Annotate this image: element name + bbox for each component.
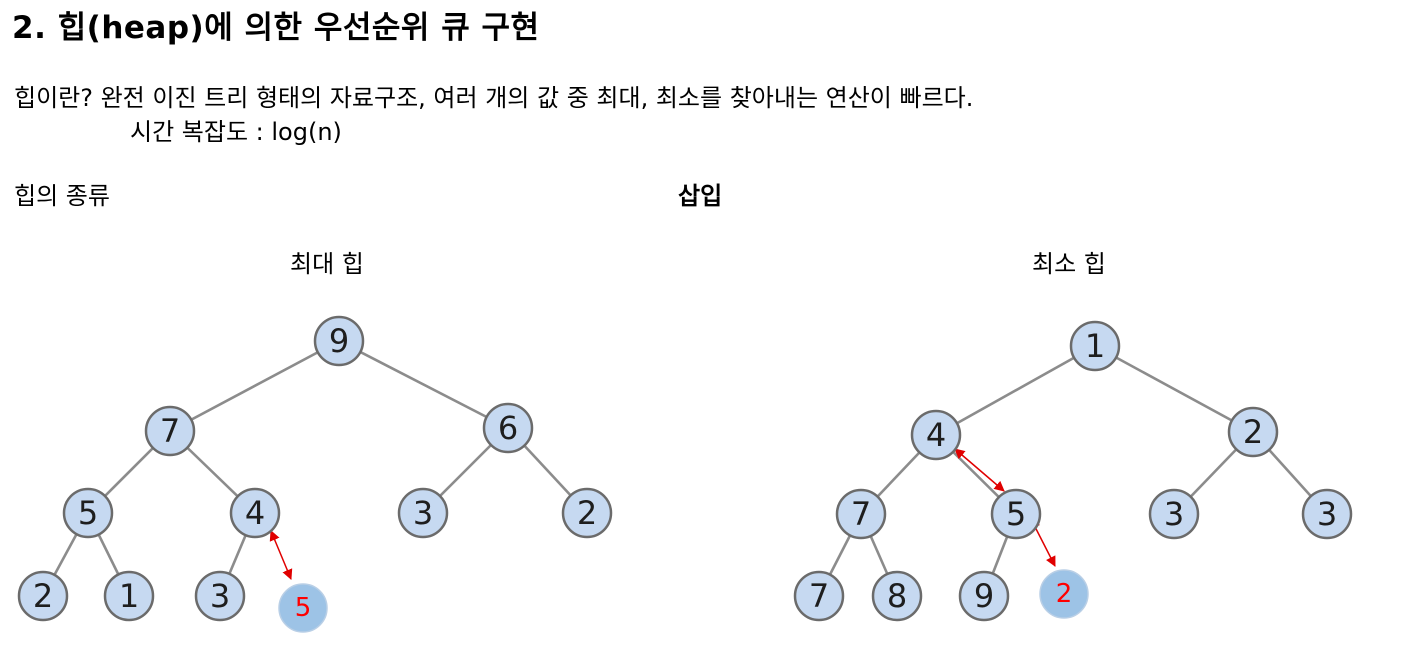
svg-text:5: 5 xyxy=(78,494,98,532)
max-heap-caption: 최대 힙 xyxy=(290,250,364,278)
page-title: 2. 힙(heap)에 의한 우선순위 큐 구현 xyxy=(12,10,540,46)
heap-definition-text: 힙이란? 완전 이진 트리 형태의 자료구조, 여러 개의 값 중 최대, 최소… xyxy=(14,84,974,112)
min-heap-node: 4 xyxy=(910,409,962,461)
svg-text:4: 4 xyxy=(926,416,946,454)
max-heap-node: 2 xyxy=(17,570,69,622)
max-heap-node: 5 xyxy=(62,487,114,539)
svg-text:4: 4 xyxy=(245,494,265,532)
max-heap-node: 3 xyxy=(397,487,449,539)
min-heap-tree: 1 4 2 7 5 3 3 7 8 9 2 xyxy=(793,320,1353,622)
min-heap-node: 1 xyxy=(1069,320,1121,372)
svg-text:7: 7 xyxy=(851,495,871,533)
svg-text:9: 9 xyxy=(329,322,349,360)
max-heap-node: 1 xyxy=(103,570,155,622)
time-complexity-text: 시간 복잡도 : log(n) xyxy=(130,118,342,146)
svg-text:1: 1 xyxy=(119,577,139,615)
svg-text:7: 7 xyxy=(160,412,180,450)
max-heap-node: 3 xyxy=(194,570,246,622)
min-heap-node: 7 xyxy=(793,570,845,622)
svg-text:7: 7 xyxy=(809,577,829,615)
max-heap-node: 7 xyxy=(144,405,196,457)
svg-text:2: 2 xyxy=(33,577,53,615)
min-heap-node: 7 xyxy=(835,488,887,540)
max-heap-swap-arrow xyxy=(269,530,293,580)
svg-text:6: 6 xyxy=(498,409,518,447)
min-heap-node: 3 xyxy=(1301,488,1353,540)
min-heap-caption: 최소 힙 xyxy=(1032,250,1106,278)
min-heap-inserted-node: 2 xyxy=(1039,569,1089,619)
max-heap-inserted-node: 5 xyxy=(278,583,328,633)
max-heap-tree: 9 7 6 5 4 3 2 2 1 3 5 xyxy=(17,315,613,633)
svg-text:2: 2 xyxy=(1243,413,1263,451)
min-heap-node: 5 xyxy=(990,488,1042,540)
svg-text:3: 3 xyxy=(413,494,433,532)
min-heap-node: 2 xyxy=(1227,406,1279,458)
max-heap-node: 6 xyxy=(482,402,534,454)
insert-label: 삽입 xyxy=(678,182,723,210)
svg-text:9: 9 xyxy=(974,577,994,615)
svg-text:2: 2 xyxy=(1056,579,1073,609)
svg-text:5: 5 xyxy=(1006,495,1026,533)
svg-text:3: 3 xyxy=(210,577,230,615)
min-heap-node: 3 xyxy=(1148,488,1200,540)
max-heap-node: 9 xyxy=(313,315,365,367)
svg-text:3: 3 xyxy=(1164,495,1184,533)
svg-text:2: 2 xyxy=(577,494,597,532)
heap-types-label: 힙의 종류 xyxy=(14,182,110,210)
max-heap-node: 4 xyxy=(229,487,281,539)
min-heap-node: 8 xyxy=(871,570,923,622)
svg-text:5: 5 xyxy=(295,593,312,623)
svg-text:3: 3 xyxy=(1317,495,1337,533)
svg-text:1: 1 xyxy=(1085,327,1105,365)
min-heap-node: 9 xyxy=(958,570,1010,622)
min-heap-swap-arrow-upper xyxy=(954,448,1005,492)
svg-text:8: 8 xyxy=(887,577,907,615)
max-heap-edges xyxy=(41,339,588,597)
max-heap-node: 2 xyxy=(561,487,613,539)
min-heap-edges xyxy=(817,344,1328,597)
